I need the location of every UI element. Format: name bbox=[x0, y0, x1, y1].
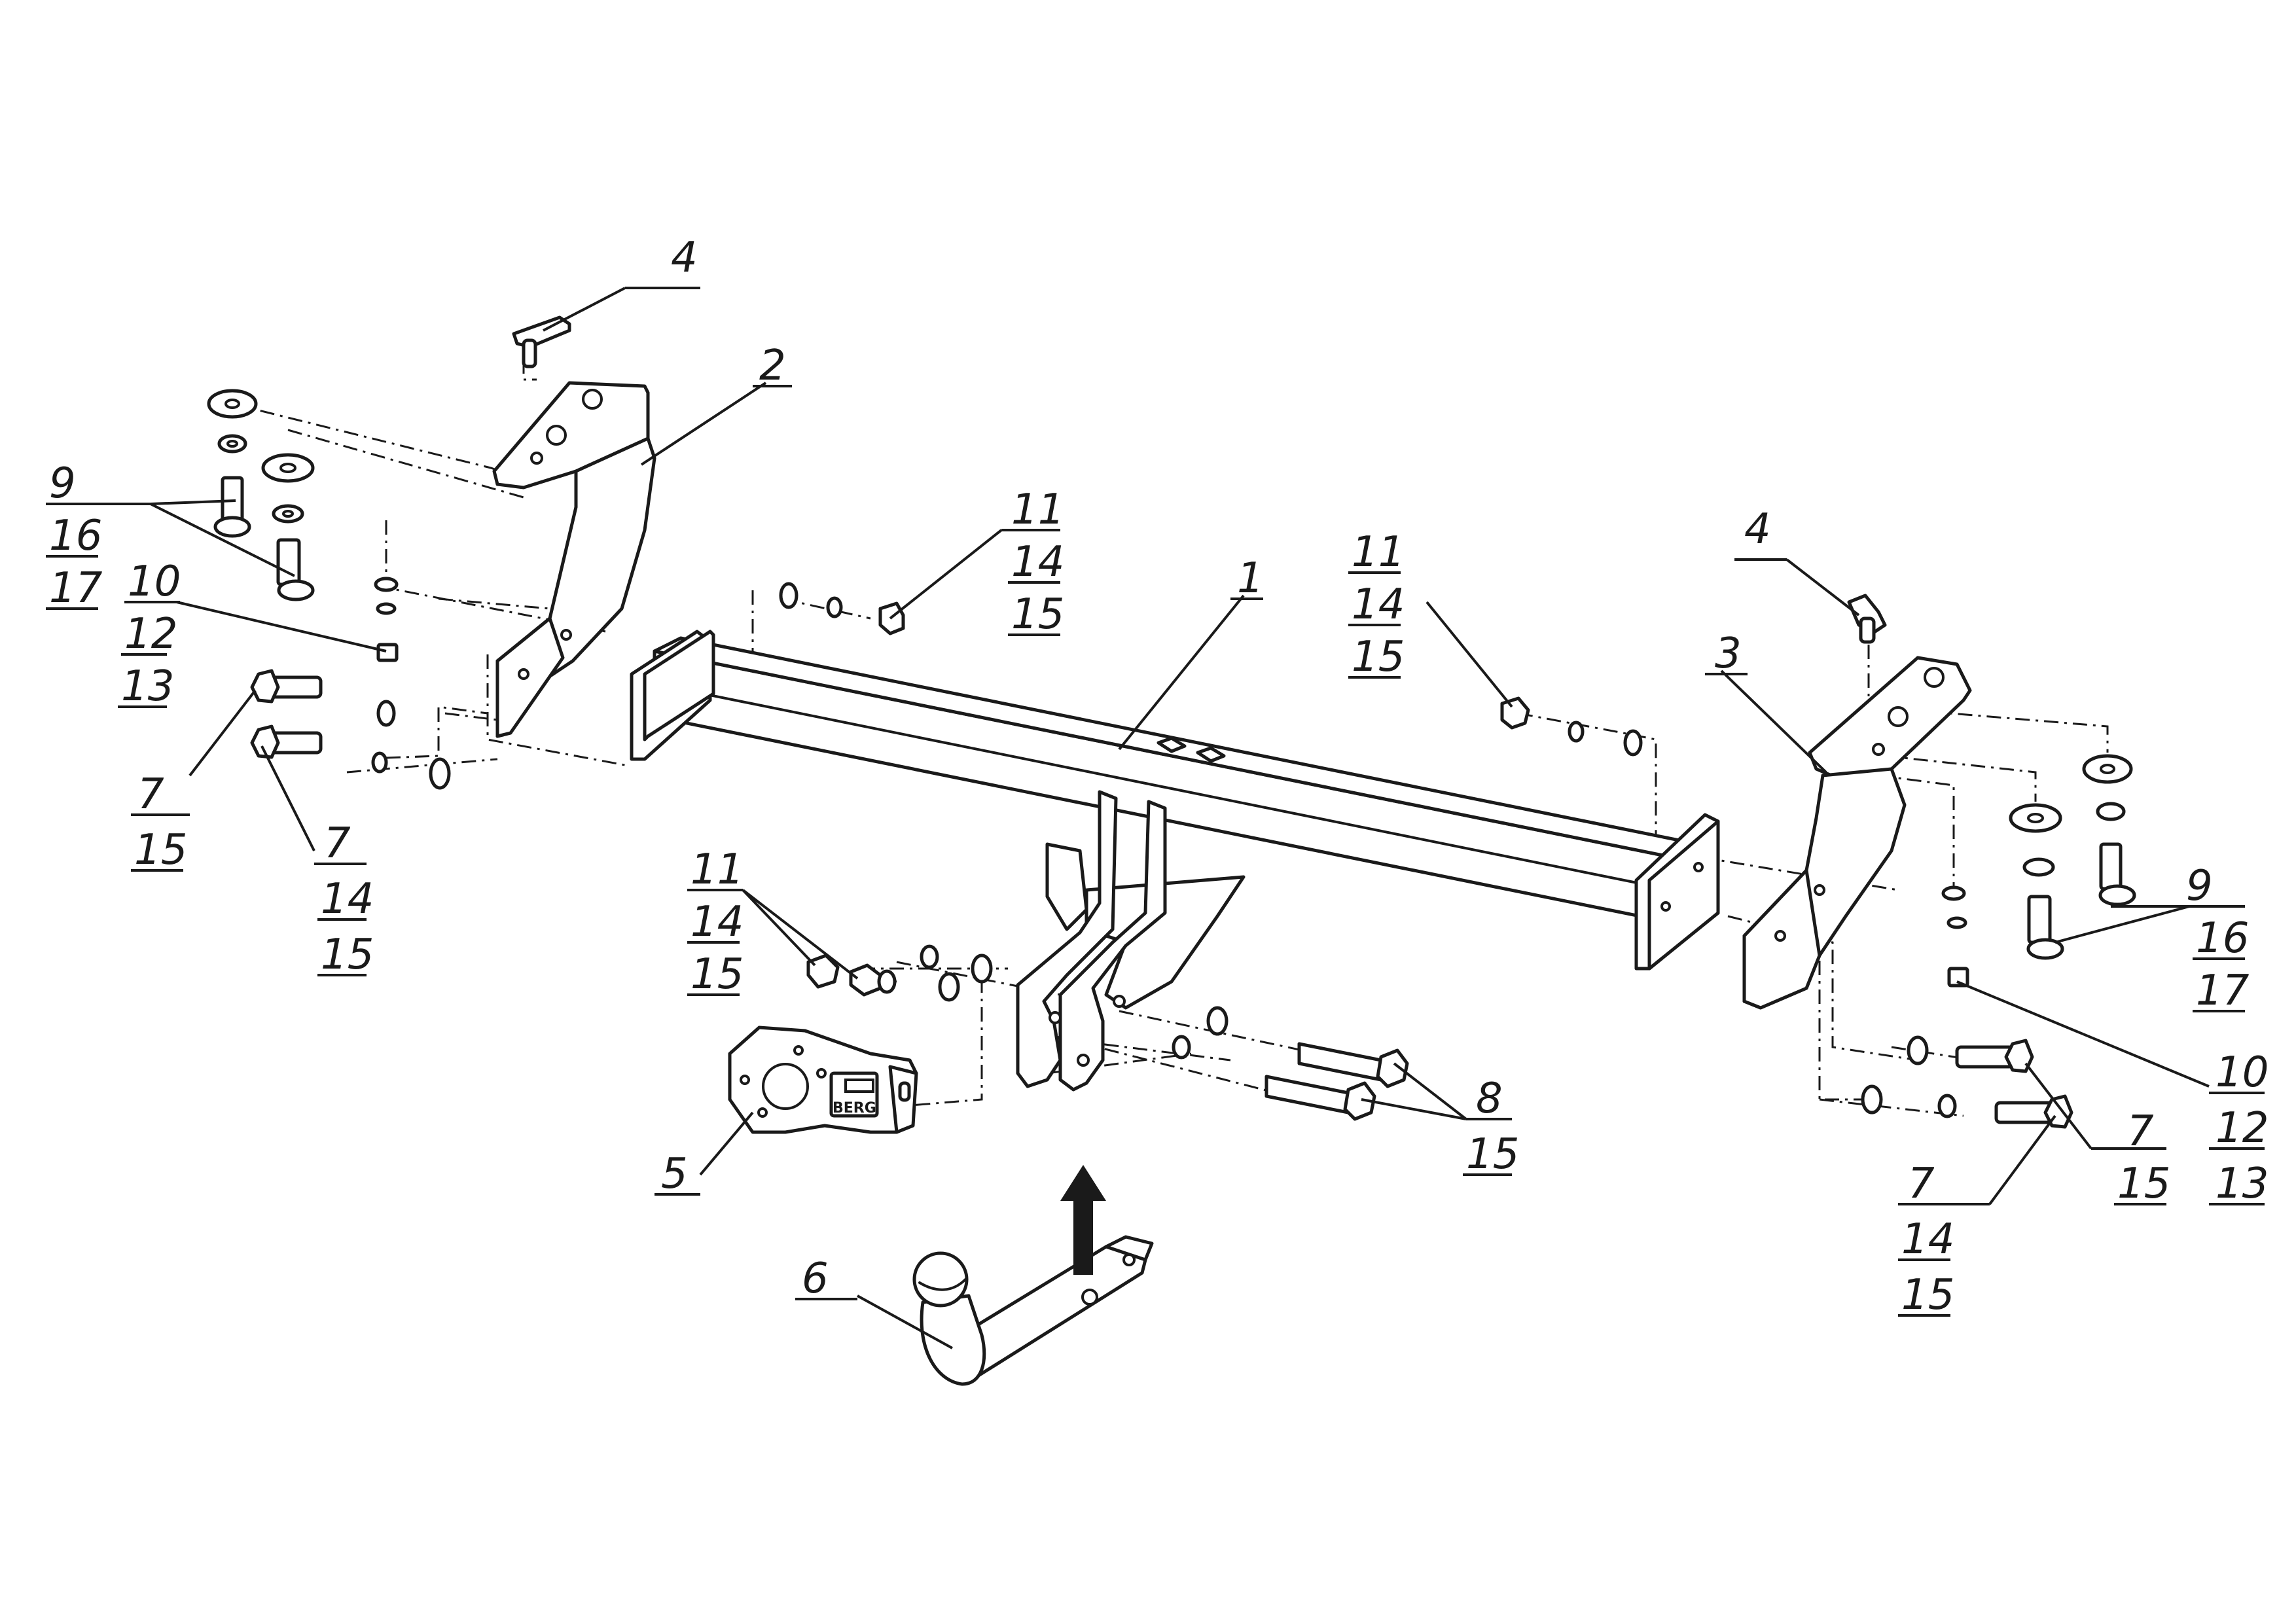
svg-text:15: 15 bbox=[1466, 1130, 1519, 1179]
hitch-mount-bracket bbox=[1016, 790, 1246, 1092]
callout-2: 2 bbox=[753, 342, 792, 390]
socket-brand-label: BERG bbox=[833, 1100, 876, 1116]
callout-10-12-13-right: 10 12 13 bbox=[2209, 1048, 2269, 1208]
callout-1: 1 bbox=[1230, 554, 1264, 603]
svg-text:10: 10 bbox=[128, 558, 181, 606]
svg-text:11: 11 bbox=[1011, 486, 1064, 534]
callout-4-right: 4 bbox=[1734, 505, 1787, 561]
svg-text:7: 7 bbox=[1908, 1160, 1935, 1208]
top-middle-fastener-set bbox=[779, 582, 1643, 757]
svg-text:9: 9 bbox=[49, 459, 76, 508]
socket-plate: BERG bbox=[728, 1026, 918, 1134]
svg-text:4: 4 bbox=[671, 234, 698, 282]
svg-text:15: 15 bbox=[2117, 1160, 2170, 1208]
svg-text:17: 17 bbox=[49, 564, 103, 613]
main-crossbar bbox=[630, 630, 1720, 971]
svg-text:15: 15 bbox=[134, 826, 187, 874]
callout-labels: 1 2 3 4 4 5 6 7 15 bbox=[46, 234, 2269, 1319]
svg-text:14: 14 bbox=[1011, 538, 1064, 586]
svg-text:7: 7 bbox=[324, 819, 351, 868]
left-fastener-set bbox=[207, 389, 451, 790]
svg-text:17: 17 bbox=[2196, 967, 2250, 1015]
callout-5: 5 bbox=[655, 1150, 700, 1198]
right-side-bracket bbox=[1742, 656, 1972, 1010]
center-lower-fastener-set bbox=[806, 944, 1409, 1121]
callout-8-15: 8 15 bbox=[1463, 1075, 1519, 1179]
leader-lines bbox=[150, 287, 2210, 1349]
callout-9-16-17-left: 9 16 17 bbox=[46, 459, 151, 613]
svg-text:15: 15 bbox=[321, 931, 374, 979]
callout-11-14-15-top-middle: 11 14 15 bbox=[1001, 486, 1064, 639]
right-top-stud bbox=[1847, 594, 1887, 644]
callout-3: 3 bbox=[1705, 630, 1748, 678]
svg-text:11: 11 bbox=[691, 846, 744, 894]
svg-text:1: 1 bbox=[1237, 554, 1264, 603]
callout-7-14-15-right: 7 14 15 bbox=[1898, 1160, 1990, 1319]
callout-7-14-15-left: 7 14 15 bbox=[314, 819, 374, 979]
callout-9-16-17-right: 9 16 17 bbox=[2186, 862, 2250, 1015]
svg-text:7: 7 bbox=[137, 770, 164, 819]
svg-text:6: 6 bbox=[802, 1255, 829, 1303]
callout-6: 6 bbox=[795, 1255, 857, 1303]
svg-text:4: 4 bbox=[1744, 505, 1771, 554]
svg-text:14: 14 bbox=[321, 875, 374, 923]
tow-ball bbox=[912, 1165, 1154, 1386]
svg-text:15: 15 bbox=[1352, 633, 1405, 681]
callout-11-14-15-top-right: 11 14 15 bbox=[1348, 528, 1405, 681]
svg-text:2: 2 bbox=[759, 342, 786, 390]
svg-text:12: 12 bbox=[2215, 1104, 2269, 1152]
svg-text:11: 11 bbox=[1352, 528, 1405, 577]
svg-text:16: 16 bbox=[49, 512, 102, 560]
callout-7-15-left: 7 15 bbox=[131, 770, 190, 874]
left-side-bracket bbox=[492, 381, 656, 738]
left-top-stud bbox=[512, 315, 571, 368]
callout-7-15-right: 7 15 bbox=[2091, 1107, 2170, 1208]
svg-text:3: 3 bbox=[1715, 630, 1742, 678]
svg-text:15: 15 bbox=[1011, 590, 1064, 639]
svg-text:15: 15 bbox=[691, 950, 744, 999]
callout-10-12-13-left: 10 12 13 bbox=[118, 558, 181, 711]
svg-text:14: 14 bbox=[1901, 1215, 1954, 1264]
svg-text:15: 15 bbox=[1901, 1271, 1954, 1319]
svg-text:10: 10 bbox=[2215, 1048, 2269, 1097]
callout-11-14-15-center: 11 14 15 bbox=[687, 846, 744, 999]
svg-text:13: 13 bbox=[2215, 1160, 2269, 1208]
svg-text:14: 14 bbox=[691, 898, 744, 946]
svg-text:16: 16 bbox=[2196, 914, 2249, 963]
callout-4-left: 4 bbox=[625, 234, 700, 289]
svg-text:8: 8 bbox=[1476, 1075, 1503, 1123]
svg-text:13: 13 bbox=[121, 662, 174, 711]
svg-text:9: 9 bbox=[2186, 862, 2213, 910]
svg-text:14: 14 bbox=[1352, 580, 1405, 629]
svg-text:5: 5 bbox=[661, 1150, 688, 1198]
svg-text:12: 12 bbox=[124, 610, 177, 658]
